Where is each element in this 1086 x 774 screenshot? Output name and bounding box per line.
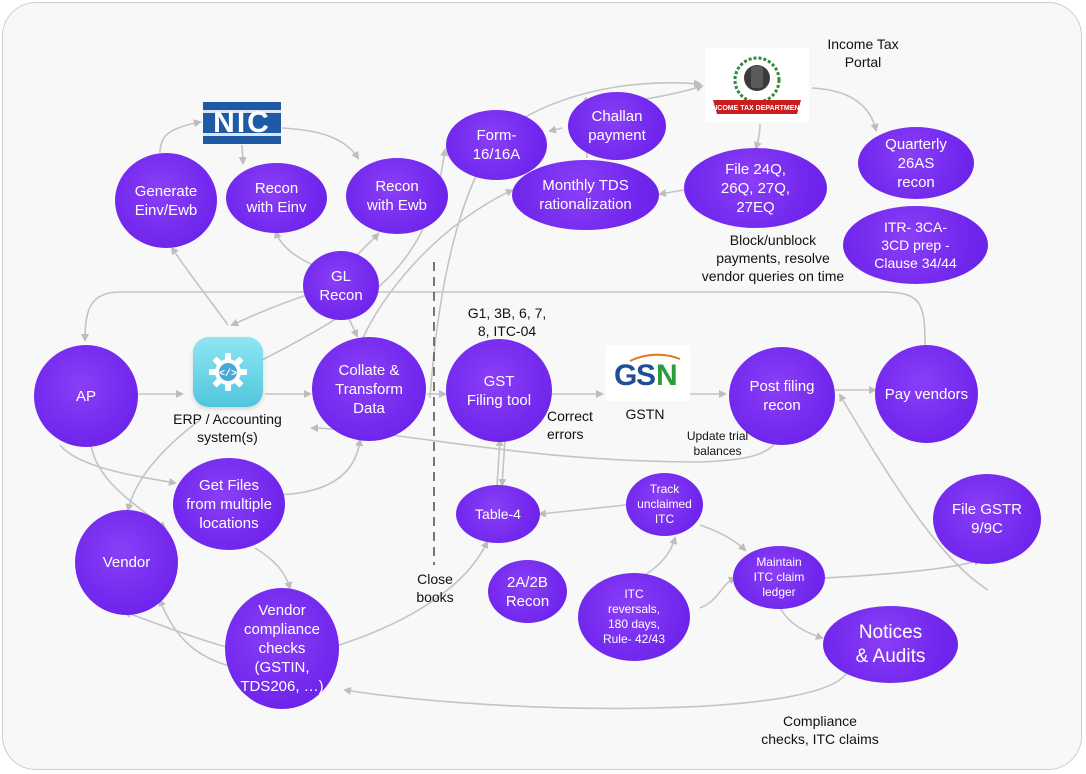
svg-text:S: S [636,359,656,392]
file-gstr9-node: File GSTR 9/9C [933,474,1041,564]
income-tax-badge-text: INCOME TAX DEPARTMENT [710,105,804,112]
block-unblock-label: Block/unblock payments, resolve vendor q… [701,232,845,284]
get-files-node: Get Files from multiple locations [173,458,285,550]
gstn-logo: G S N [606,345,690,401]
edge-challan-to-itd [639,84,704,101]
post-filing-node: Post filing recon [729,347,835,445]
notices-audits-node: Notices & Audits [823,606,958,683]
edge-collate-to-monthly [362,189,514,339]
edge-gl-to-erp [230,293,311,327]
quarterly-26as-node: Quarterly 26AS recon [858,127,974,199]
maintain-itc-node: Maintain ITC claim ledger [733,546,825,609]
recon-einv-node: Recon with Einv [226,163,327,233]
nic-logo: NIC [203,102,281,144]
svg-text:</>: </> [219,368,237,380]
income-tax-portal-label: Income Tax Portal [827,36,899,70]
edge-gstr9-to-postfiling [838,393,989,591]
gst-filing-tool-node: GST Filing tool [446,339,552,442]
track-itc-node: Track unclaimed ITC [626,473,703,536]
edge-getfiles-to-collate [269,438,364,496]
edge-itd-to-file24q [754,123,762,150]
edge-generate-to-nic [159,119,202,154]
edge-notices-to-vendorchecks [343,669,849,710]
file-24q-node: File 24Q, 26Q, 27Q, 27EQ [684,148,827,228]
edge-itd-to-26as [811,87,879,132]
gstn-label: GSTN [625,406,665,422]
update-trial-label: Update trial balances [686,429,749,458]
recon-2a2b-node: 2A/2B Recon [488,560,567,623]
ap-node: AP [34,345,138,447]
edge-vendorchecks-to-table4 [329,540,489,649]
svg-text:G: G [614,359,637,392]
challan-node: Challan payment [568,92,666,160]
edge-nic-to-recon-ewb [281,127,360,160]
monthly-tds-node: Monthly TDS rationalization [512,160,659,230]
edge-ap-to-getfiles [59,444,177,486]
income-tax-logo: INCOME TAX DEPARTMENT [705,48,809,122]
edge-itcrev-to-track [644,536,678,576]
edge-track-to-table4 [538,504,627,518]
compliance-checks-label: Compliance checks, ITC claims [761,713,879,747]
itc-reversals-node: ITC reversals, 180 days, Rule- 42/43 [578,573,690,661]
g1-forms-label: G1, 3B, 6, 7, 8, ITC-04 [467,305,547,339]
correct-errors-label: Correct errors [547,408,593,442]
edge-erp-to-generate [170,246,229,326]
form16-node: Form- 16/16A [446,110,547,180]
edge-pay-to-ap [81,291,926,346]
svg-text:N: N [656,359,678,392]
close-books-label: Close books [416,571,454,605]
erp-gear-icon: </> [193,337,263,407]
edge-getfiles-to-vendorchecks [254,547,293,590]
edge-maintain-to-notices [779,607,824,640]
table-4-node: Table-4 [456,485,540,543]
edge-track-to-maintain [699,524,747,552]
recon-ewb-node: Recon with Ewb [346,158,448,234]
edge-challan-to-form16 [548,125,563,134]
erp-label: ERP / Accounting system(s) [173,411,282,445]
edge-file24q-to-monthly [658,189,685,197]
edge-table4-to-gst [495,438,504,486]
edge-maintain-to-gstr9 [824,558,982,579]
edge-nic-to-recon-einv [238,144,247,165]
vendor-node: Vendor [75,510,178,615]
collate-node: Collate & Transform Data [312,337,426,441]
pay-vendors-node: Pay vendors [875,345,978,443]
itr-3ca-node: ITR- 3CA- 3CD prep - Clause 34/44 [843,206,988,284]
generate-einv-node: Generate Einv/Ewb [115,153,217,248]
edge-itcrev-to-maintain [699,576,737,609]
edge-vendorchecks-to-vendor [123,610,231,649]
gl-recon-node: GL Recon [303,251,379,320]
edge-gst-to-table4 [498,439,507,487]
vendor-checks-node: Vendor compliance checks (GSTIN, TDS206,… [225,588,339,709]
